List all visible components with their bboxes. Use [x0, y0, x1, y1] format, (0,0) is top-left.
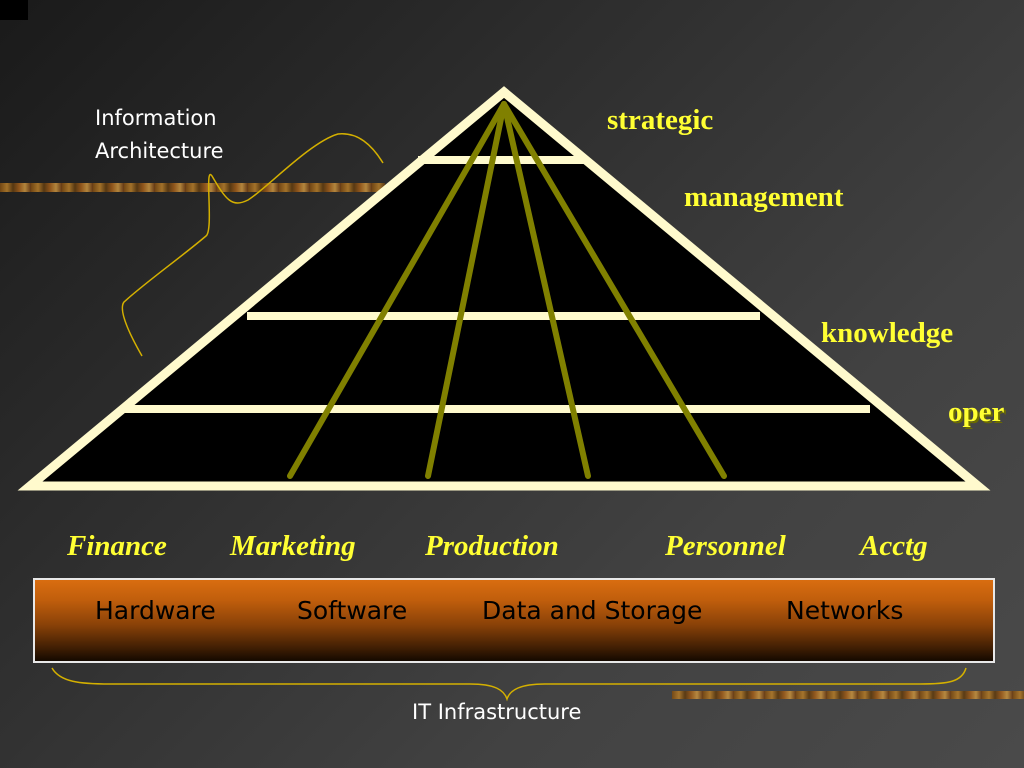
function-line-personnel	[501, 101, 727, 479]
level-management: management	[684, 181, 844, 213]
function-finance: Finance	[67, 530, 167, 562]
info-architecture-line1: Information	[95, 106, 217, 130]
function-marketing: Marketing	[230, 530, 356, 562]
decorative-stripe-top	[0, 183, 385, 192]
it-infrastructure-brace	[51, 667, 967, 702]
decorative-stripe-bottom	[672, 691, 1024, 699]
level-knowledge: knowledge	[821, 317, 954, 349]
function-line-finance	[287, 101, 507, 479]
level-oper: oper	[948, 396, 1005, 428]
info-architecture-label: Information Architecture	[95, 102, 224, 168]
level-strategic: strategic	[607, 104, 714, 136]
it-infrastructure-label: IT Infrastructure	[412, 700, 582, 724]
function-lines	[287, 101, 727, 479]
function-line-marketing	[425, 101, 507, 479]
function-line-production	[501, 101, 591, 479]
infrastructure-box	[33, 578, 995, 663]
infra-software: Software	[297, 596, 408, 625]
infra-hardware: Hardware	[95, 596, 216, 625]
infra-data-and-storage: Data and Storage	[482, 596, 703, 625]
corner-mark	[0, 0, 28, 20]
info-architecture-brace	[121, 133, 384, 357]
function-production: Production	[425, 530, 559, 562]
function-personnel: Personnel	[665, 530, 786, 562]
function-acctg: Acctg	[860, 530, 928, 562]
pyramid	[17, 86, 991, 491]
infra-networks: Networks	[786, 596, 904, 625]
info-architecture-line2: Architecture	[95, 139, 224, 163]
